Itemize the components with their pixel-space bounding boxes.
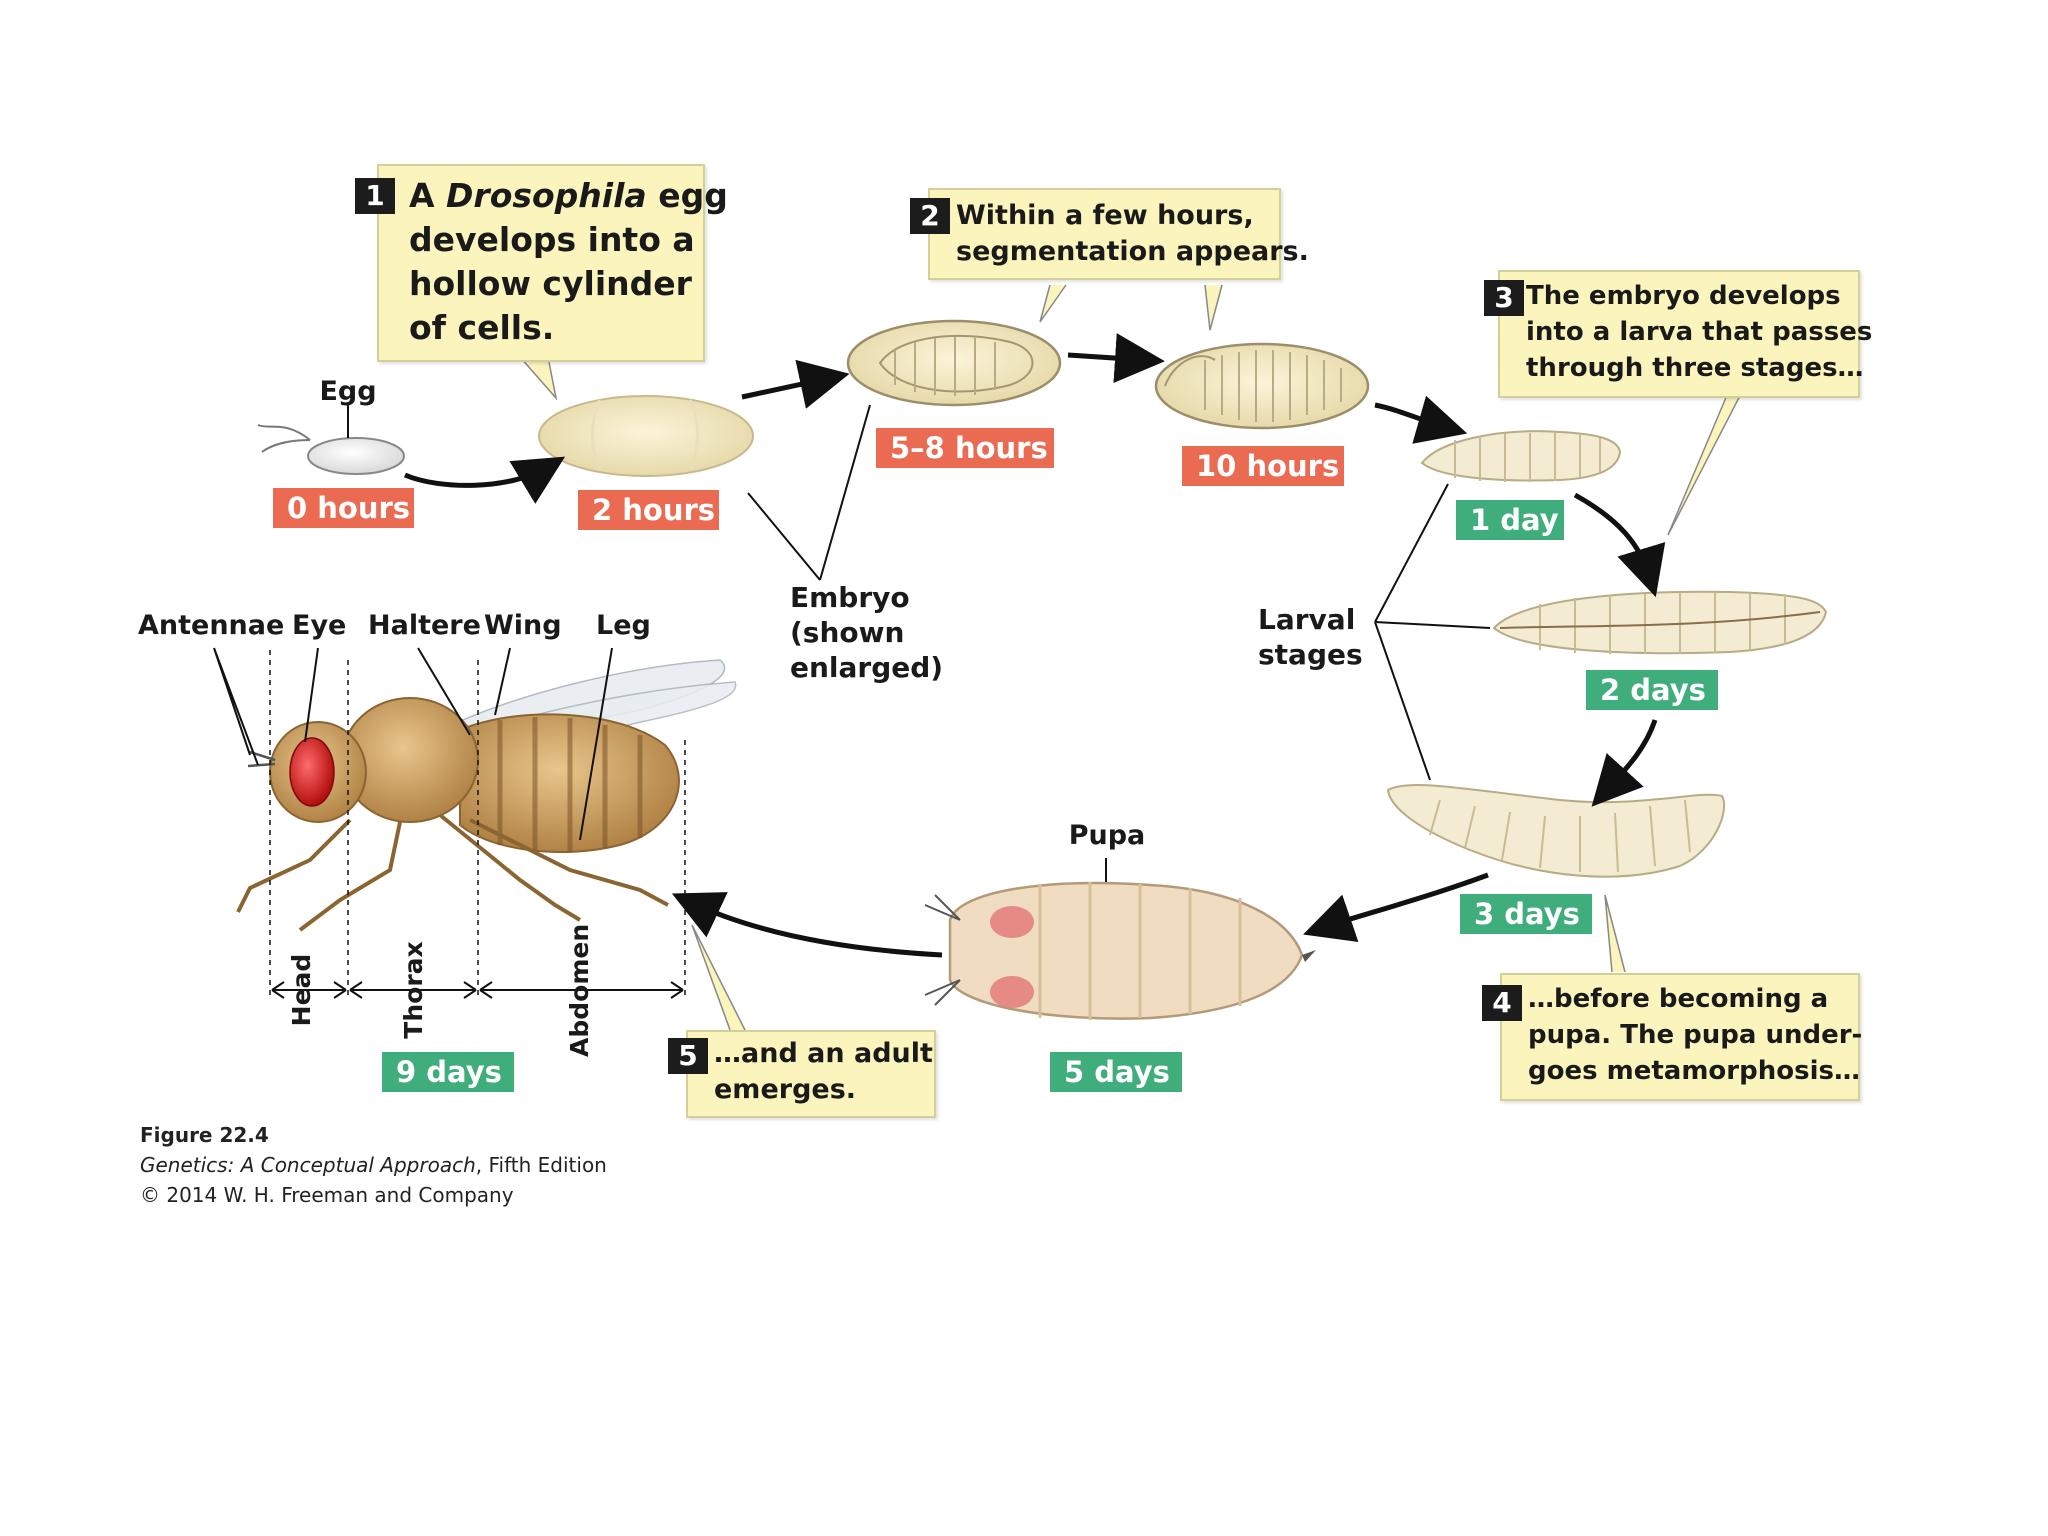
pupa-illustration <box>924 858 1316 1020</box>
callout-4-line2: pupa. The pupa under- <box>1528 1020 1863 1050</box>
callout-4: 4 …before becoming a pupa. The pupa unde… <box>1482 973 1862 1101</box>
callout-2-number: 2 <box>910 198 950 234</box>
label-embryo-line2: (shown <box>790 616 905 649</box>
tag-9-days: 9 days <box>382 1052 514 1092</box>
callout-1-text: A Drosophila egg develops into a hollow … <box>409 174 728 350</box>
tag-5-days: 5 days <box>1050 1052 1182 1092</box>
callout-5-line1: …and an adult <box>714 1038 933 1069</box>
figure-number: Figure 22.4 <box>140 1123 269 1147</box>
callout-5-number: 5 <box>668 1038 708 1074</box>
label-thorax: Thorax <box>399 941 428 1039</box>
callout-2-line1: Within a few hours, <box>956 200 1254 231</box>
tag-2-hours: 2 hours <box>578 490 719 530</box>
larval-leader-lines <box>1374 483 1491 781</box>
callout-3-line3: through three stages… <box>1526 353 1864 383</box>
label-leg: Leg <box>596 610 651 641</box>
label-embryo-line3: enlarged) <box>790 651 944 684</box>
label-embryo: Embryo (shown enlarged) <box>790 580 943 685</box>
figure-credit: Figure 22.4 Genetics: A Conceptual Appro… <box>140 1120 607 1210</box>
late-embryo-illustration <box>1154 342 1370 430</box>
fly-part-leaders <box>213 647 613 841</box>
label-head: Head <box>287 953 316 1027</box>
tag-10-hours: 10 hours <box>1182 446 1344 486</box>
callout-3-line2: into a larva that passes <box>1526 317 1873 347</box>
label-egg: Egg <box>319 376 377 407</box>
adult-fly-illustration <box>236 659 737 932</box>
label-abdomen: Abdomen <box>565 923 594 1057</box>
callout-4-number: 4 <box>1482 985 1522 1021</box>
egg-illustration <box>257 405 405 475</box>
label-wing: Wing <box>484 610 562 641</box>
copyright-line: © 2014 W. H. Freeman and Company <box>140 1183 514 1207</box>
label-larval-line1: Larval <box>1258 603 1356 636</box>
segmenting-embryo-illustration <box>846 319 1062 407</box>
callout-3-text: The embryo develops into a larva that pa… <box>1526 278 1872 386</box>
callout-5: 5 …and an adult emerges. <box>668 1030 936 1118</box>
larva-1-day-illustration <box>1420 430 1622 482</box>
callout-3-line1: The embryo develops <box>1526 281 1841 311</box>
tag-1-day: 1 day <box>1456 500 1564 540</box>
callout-2: 2 Within a few hours, segmentation appea… <box>910 188 1309 280</box>
book-title: Genetics: A Conceptual Approach <box>140 1153 476 1177</box>
larva-3-days-illustration <box>1386 783 1726 878</box>
callout-1: 1 A Drosophila egg develops into a hollo… <box>355 164 728 362</box>
callout-1-line2: develops into a <box>409 220 695 259</box>
label-larval-line2: stages <box>1258 638 1363 671</box>
embryo-leader-lines <box>747 404 871 581</box>
label-pupa: Pupa <box>1068 820 1146 851</box>
callout-1-number: 1 <box>355 178 395 214</box>
callout-pointers <box>519 284 1745 1031</box>
tag-3-days: 3 days <box>1460 894 1592 934</box>
body-region-guides <box>269 650 686 1000</box>
callout-1-line3: hollow cylinder <box>409 264 692 303</box>
callout-1-line1-post: egg <box>646 176 728 215</box>
callout-5-line2: emerges. <box>714 1074 857 1105</box>
book-edition: , Fifth Edition <box>475 1153 607 1177</box>
callout-4-text: …before becoming a pupa. The pupa under-… <box>1528 981 1862 1089</box>
callout-4-line1: …before becoming a <box>1528 984 1829 1014</box>
callout-4-line3: goes metamorphosis… <box>1528 1056 1860 1086</box>
callout-1-line4: of cells. <box>409 308 555 347</box>
cycle-arrows <box>404 333 1666 958</box>
tag-2-days: 2 days <box>1586 670 1718 710</box>
tag-0-hours: 0 hours <box>273 488 414 528</box>
body-region-dimensions <box>271 981 684 999</box>
callout-3: 3 The embryo develops into a larva that … <box>1484 270 1872 398</box>
callout-2-text: Within a few hours, segmentation appears… <box>956 198 1309 270</box>
label-larval-stages: Larval stages <box>1258 602 1363 672</box>
tag-5-8-hours: 5–8 hours <box>876 428 1054 468</box>
label-haltere: Haltere <box>368 610 481 641</box>
callout-5-text: …and an adult emerges. <box>714 1036 933 1108</box>
label-embryo-line1: Embryo <box>790 581 910 614</box>
label-antennae: Antennae <box>138 610 285 641</box>
callout-2-line2: segmentation appears. <box>956 236 1309 267</box>
book-line: Genetics: A Conceptual Approach, Fifth E… <box>140 1150 607 1180</box>
label-eye: Eye <box>292 610 347 641</box>
callout-1-line1-italic: Drosophila <box>446 176 647 215</box>
callout-3-number: 3 <box>1484 280 1524 316</box>
callout-1-line1-pre: A <box>409 176 447 215</box>
cylinder-embryo-illustration <box>538 395 754 477</box>
larva-2-days-illustration <box>1492 590 1828 655</box>
